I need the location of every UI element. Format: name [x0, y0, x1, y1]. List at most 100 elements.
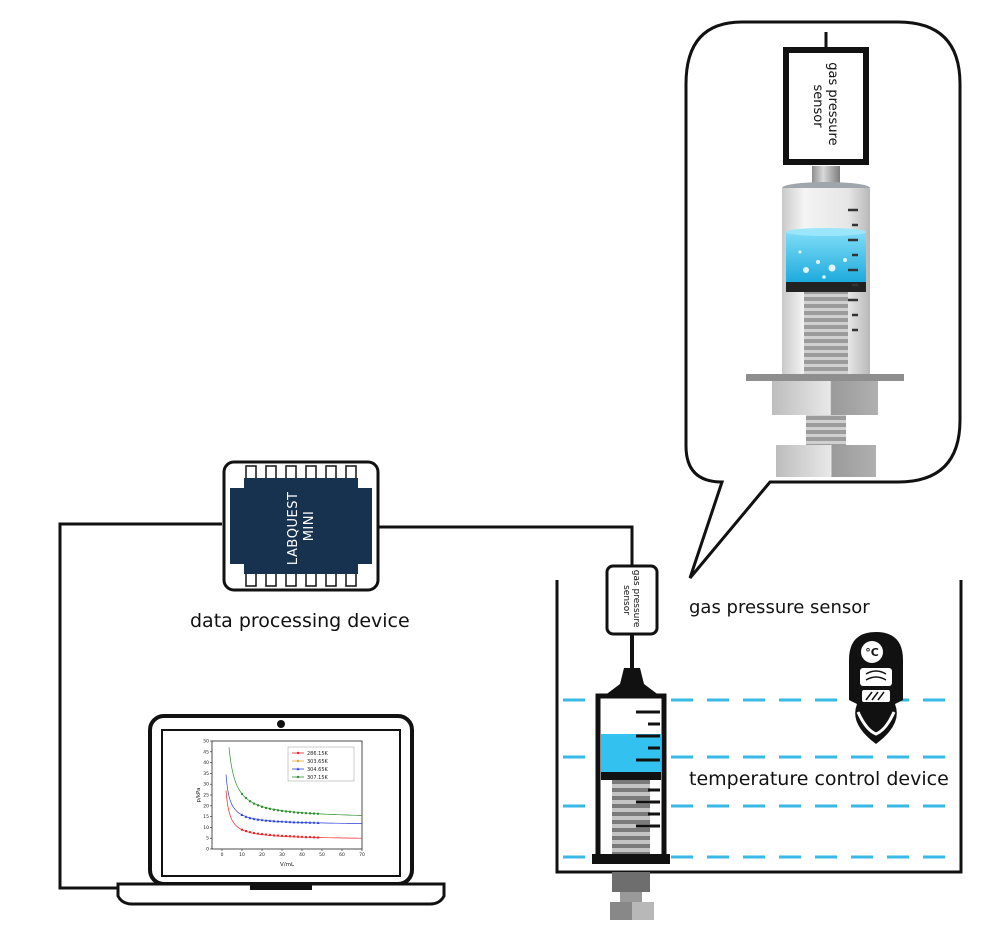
temperature-caption: temperature control device — [689, 768, 949, 790]
small-sensor-label: gas pressure sensor — [621, 570, 641, 631]
zoom-upper-nut — [772, 381, 878, 415]
data-point — [240, 792, 244, 796]
y-tick-label: 10 — [203, 825, 209, 831]
data-point — [284, 810, 288, 813]
data-point — [312, 821, 316, 824]
device-caption: data processing device — [190, 610, 410, 632]
legend-marker — [296, 759, 300, 763]
data-point — [276, 834, 280, 837]
data-point — [276, 819, 280, 823]
data-point — [284, 834, 288, 838]
laptop-base — [116, 882, 446, 906]
data-point — [244, 829, 248, 833]
data-point — [280, 809, 284, 813]
y-tick-label: 5 — [206, 836, 209, 842]
data-point — [244, 815, 248, 818]
legend-label: 304.65K — [307, 767, 328, 773]
legend-label: 303.65K — [307, 759, 328, 765]
data-point — [268, 833, 272, 837]
data-point — [248, 816, 252, 820]
y-tick-label: 45 — [203, 749, 209, 755]
zoom-flange — [746, 374, 904, 381]
data-point — [248, 830, 252, 834]
data-point — [312, 836, 316, 839]
data-point — [288, 810, 292, 814]
data-point — [304, 820, 308, 824]
data-point — [316, 836, 320, 839]
thermo-unit-label: °C — [865, 646, 879, 659]
data-point — [316, 821, 320, 824]
y-tick-label: 20 — [203, 803, 209, 809]
y-tick-label: 40 — [203, 760, 209, 766]
data-point — [280, 834, 284, 838]
cable-device-to-sensor — [378, 525, 634, 566]
legend-marker — [296, 751, 300, 755]
data-point — [256, 818, 260, 821]
data-point — [240, 813, 244, 816]
data-point — [308, 835, 312, 839]
legend-marker — [296, 767, 300, 771]
data-point — [280, 819, 284, 823]
laptop-camera — [277, 720, 285, 728]
x-tick-label: 50 — [319, 852, 325, 858]
legend-label: 286.15K — [307, 751, 328, 757]
data-point — [312, 812, 316, 815]
sensor-caption: gas pressure sensor — [689, 597, 870, 618]
data-point — [288, 820, 292, 824]
y-tick-label: 15 — [203, 814, 209, 820]
legend-label: 307.15K — [307, 775, 328, 781]
cable-device-to-laptop — [58, 522, 222, 890]
data-point — [304, 811, 308, 815]
data-point — [276, 809, 280, 812]
chart-y-axis-label: p/kPa — [196, 788, 202, 803]
data-point — [264, 806, 268, 810]
chart-x-axis-label: V/mL — [280, 862, 295, 868]
x-tick-label: 60 — [339, 852, 345, 858]
thermometer-icon: °C — [849, 632, 903, 744]
data-point — [300, 811, 304, 815]
data-point — [308, 812, 312, 815]
device-name-label: LABQUEST MINI — [286, 487, 317, 565]
labquest-device: LABQUEST MINI — [222, 460, 380, 592]
data-point — [268, 819, 272, 823]
data-point — [264, 833, 268, 836]
data-point — [296, 835, 300, 838]
data-point — [296, 820, 300, 824]
data-point — [248, 800, 252, 803]
zoom-bolt — [806, 415, 846, 445]
zoom-sensor-label: gas pressure sensor — [810, 62, 840, 149]
data-point — [256, 804, 260, 807]
data-point — [308, 821, 312, 824]
y-tick-label: 0 — [206, 847, 209, 853]
data-point — [260, 818, 264, 822]
x-tick-label: 30 — [279, 852, 285, 858]
data-point — [300, 835, 304, 839]
zoom-gas-pressure-sensor: gas pressure sensor — [783, 32, 869, 165]
data-point — [244, 796, 248, 800]
data-point — [260, 832, 264, 836]
gas-pressure-sensor-small: gas pressure sensor — [605, 564, 659, 636]
y-tick-label: 30 — [203, 782, 209, 788]
data-point — [284, 820, 288, 823]
zoom-plunger-seal — [786, 282, 866, 292]
data-point — [252, 817, 256, 821]
y-tick-label: 35 — [203, 771, 209, 777]
zoom-lower-nut — [776, 445, 876, 477]
data-point — [252, 831, 256, 835]
zoom-syringe — [746, 166, 904, 477]
data-point — [268, 807, 272, 811]
data-point — [288, 835, 292, 838]
data-point — [264, 818, 268, 822]
bath-syringe — [592, 668, 670, 920]
series-curve-3 — [228, 747, 362, 816]
x-tick-label: 20 — [259, 852, 265, 858]
data-point — [272, 834, 276, 837]
data-point — [256, 832, 260, 835]
data-point — [292, 811, 296, 814]
legend-marker — [296, 775, 300, 779]
zoom-plunger-rod — [804, 292, 848, 374]
data-point — [316, 812, 320, 815]
data-point — [300, 820, 304, 824]
device-body — [230, 478, 372, 574]
